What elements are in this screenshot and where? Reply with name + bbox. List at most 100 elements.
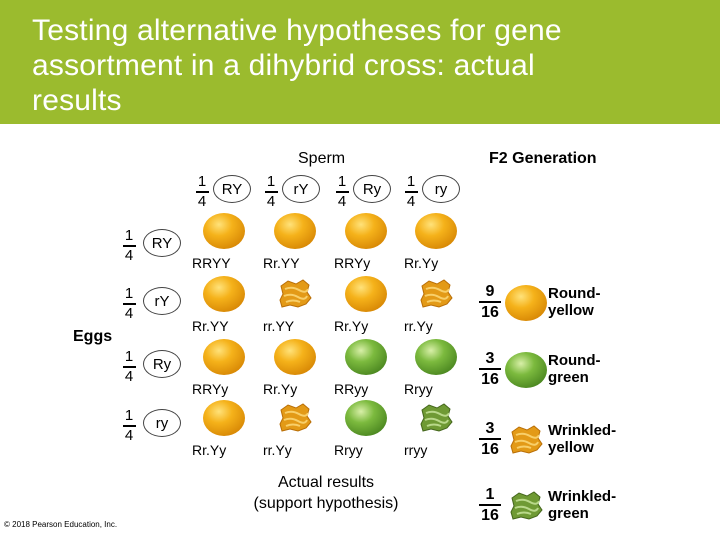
offspring-seed	[415, 213, 457, 249]
ratio-seed	[505, 352, 547, 388]
seed-body	[345, 339, 387, 375]
fraction-denominator: 4	[406, 193, 416, 210]
fraction-numerator: 1	[124, 285, 134, 302]
seed-body	[203, 339, 245, 375]
offspring-seed	[415, 339, 457, 375]
fraction-bar	[122, 366, 136, 368]
wrinkle-line	[516, 511, 532, 515]
page-title: Testing alternative hypotheses for gene …	[32, 14, 562, 117]
genotype-label: Rr.Yy	[263, 381, 298, 397]
seed-body	[420, 403, 453, 432]
fraction-bar	[404, 191, 418, 193]
seed-body	[279, 279, 312, 308]
fraction-bar	[479, 438, 501, 440]
seed-body	[345, 400, 387, 436]
sperm-allele-1: rY	[282, 175, 320, 203]
fraction-numerator: 9	[485, 283, 495, 300]
offspring-seed	[345, 400, 387, 436]
offspring-seed	[345, 213, 387, 249]
wrinkle-line	[283, 293, 308, 300]
genotype-label: Rryy	[404, 381, 433, 397]
seed-body	[345, 276, 387, 312]
egg-allele-2: Ry	[143, 350, 181, 378]
actual-results-label: Actual results (support hypothesis)	[253, 474, 399, 512]
seed-body	[510, 425, 543, 454]
fraction-denominator: 16	[481, 507, 499, 524]
seed-body	[274, 213, 316, 249]
fraction-denominator: 4	[337, 193, 347, 210]
offspring-seed	[279, 279, 312, 308]
fraction-bar	[122, 425, 136, 427]
offspring-seed	[420, 403, 453, 432]
wrinkle-line	[283, 417, 308, 424]
genotype-label: rryy	[404, 442, 428, 458]
wrinkle-line	[514, 439, 539, 446]
wrinkle-line	[284, 286, 309, 293]
fraction-denominator: 16	[481, 371, 499, 388]
fraction-numerator: 1	[266, 173, 276, 190]
sperm-allele-0: RY	[213, 175, 251, 203]
fraction-numerator: 1	[337, 173, 347, 190]
offspring-seed	[203, 400, 245, 436]
fraction-bar	[479, 368, 501, 370]
phenotype-label: Wrinkled- yellow	[548, 422, 617, 456]
wrinkle-line	[425, 286, 450, 293]
wrinkle-line	[514, 505, 539, 512]
wrinkle-line	[424, 293, 449, 300]
genotype-label: Rr.YY	[263, 255, 300, 271]
fraction-denominator: 4	[124, 368, 134, 385]
fraction-numerator: 1	[406, 173, 416, 190]
fraction-bar	[122, 245, 136, 247]
fraction-denominator: 4	[197, 193, 207, 210]
title-banner	[0, 0, 720, 124]
egg-allele-3: ry	[143, 409, 181, 437]
f2-generation-label: F2 Generation	[489, 150, 597, 167]
offspring-seed	[203, 339, 245, 375]
genotype-label: RRYY	[192, 255, 231, 271]
seed-body	[203, 213, 245, 249]
wrinkle-line	[516, 445, 532, 449]
genotype-label: RRyy	[334, 381, 369, 397]
fraction-numerator: 1	[124, 227, 134, 244]
seed-body	[505, 285, 547, 321]
fraction-denominator: 16	[481, 441, 499, 458]
wrinkle-line	[425, 410, 450, 417]
fraction-numerator: 1	[485, 486, 495, 503]
fraction-bar	[479, 301, 501, 303]
sperm-allele-2: Ry	[353, 175, 391, 203]
fraction-bar	[335, 191, 349, 193]
genotype-label: RRYy	[334, 255, 371, 271]
genotype-label: rr.Yy	[263, 442, 292, 458]
offspring-seed	[274, 339, 316, 375]
ratio-seed	[510, 491, 543, 520]
fraction-numerator: 3	[485, 350, 495, 367]
egg-allele-1: rY	[143, 287, 181, 315]
phenotype-label: Round- green	[548, 352, 601, 386]
phenotype-label: Round- yellow	[548, 285, 601, 319]
genotype-label: RRYy	[192, 381, 229, 397]
fraction-numerator: 1	[124, 407, 134, 424]
genotype-label: Rr.Yy	[192, 442, 227, 458]
seed-body	[505, 352, 547, 388]
seed-body	[510, 491, 543, 520]
offspring-seed	[345, 339, 387, 375]
fraction-numerator: 3	[485, 420, 495, 437]
fraction-bar	[479, 504, 501, 506]
seed-body	[203, 276, 245, 312]
ratio-seed	[510, 425, 543, 454]
fraction-denominator: 16	[481, 304, 499, 321]
offspring-seed	[203, 276, 245, 312]
offspring-seed	[203, 213, 245, 249]
genotype-label: Rr.YY	[192, 318, 229, 334]
wrinkle-line	[284, 410, 309, 417]
fraction-bar	[195, 191, 209, 193]
